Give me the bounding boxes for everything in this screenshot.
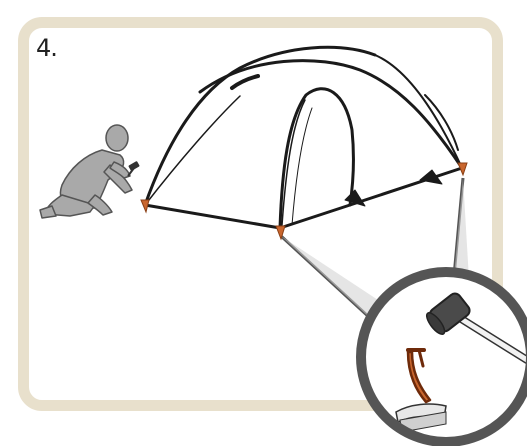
tent-stake-icon <box>140 162 468 241</box>
magnifier-callout <box>356 267 527 446</box>
mallet-head-icon <box>425 292 471 335</box>
stake-closeup-icon <box>395 348 447 433</box>
kneeling-person-hammering-icon <box>39 124 133 219</box>
dome-tent-icon <box>143 45 464 230</box>
step-number: 4. <box>36 34 58 62</box>
mallet-icon <box>127 161 140 177</box>
